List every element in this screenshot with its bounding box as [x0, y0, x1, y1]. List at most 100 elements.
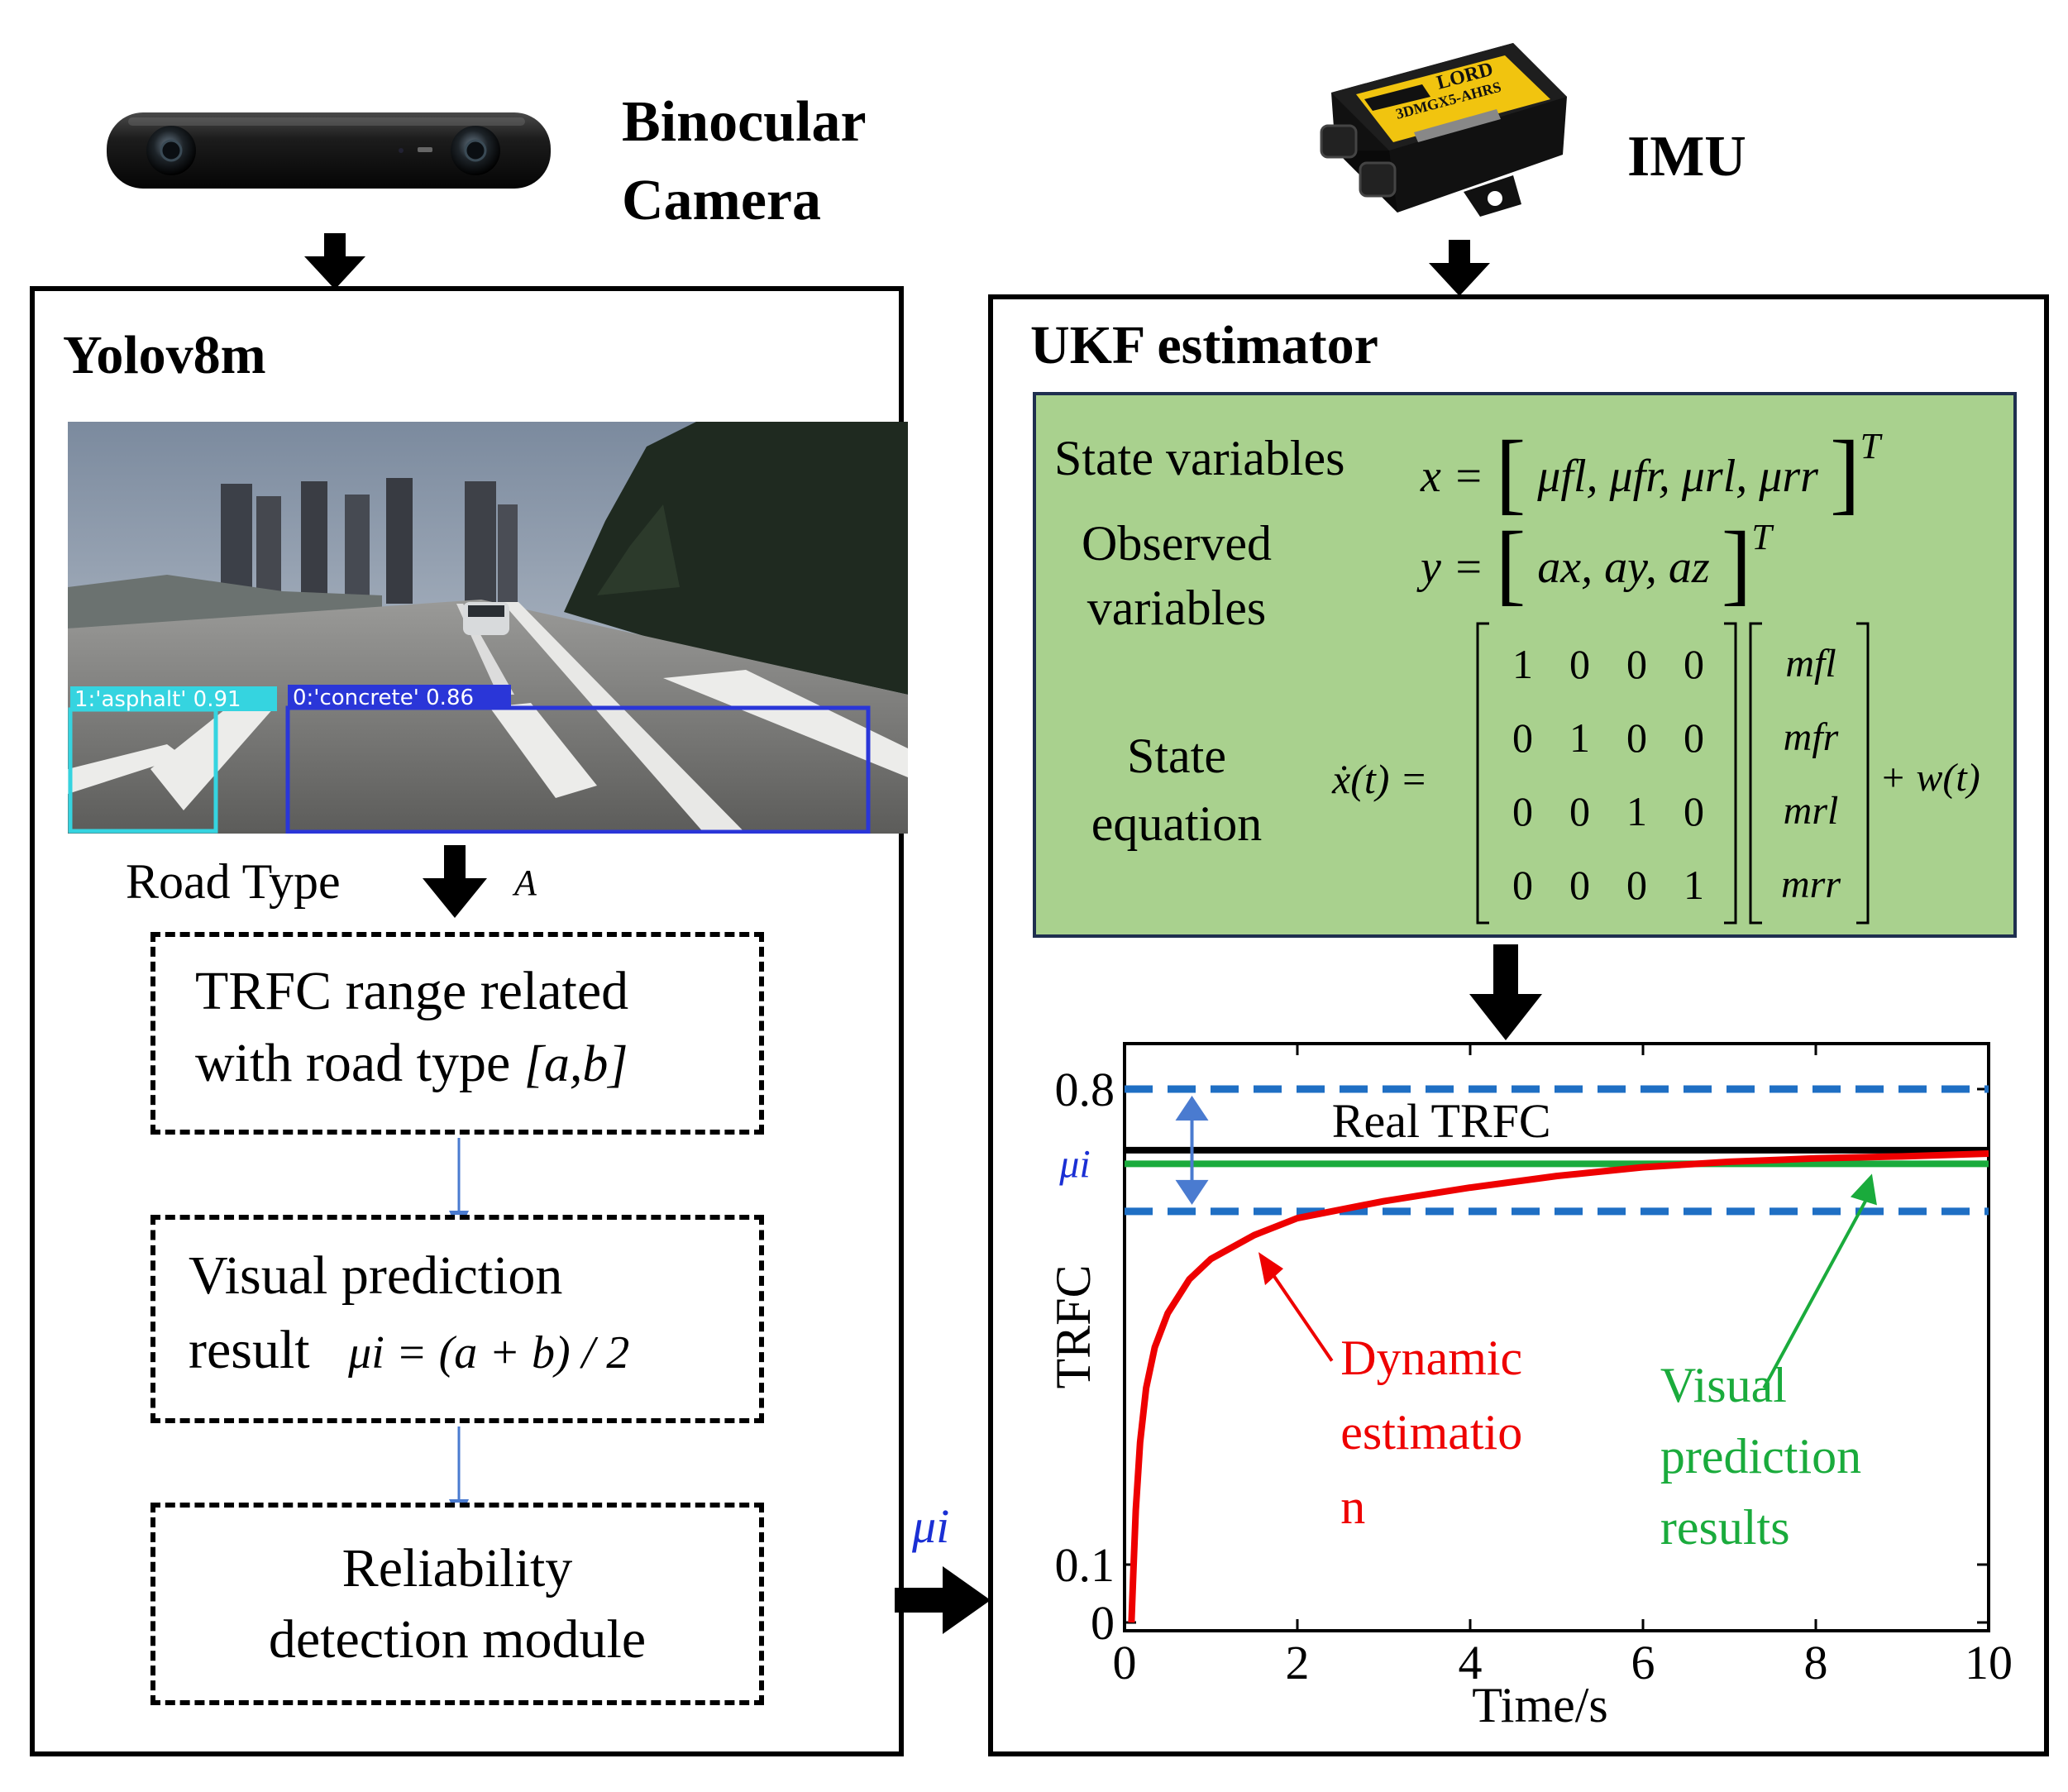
dynamic-estimation-curve [1128, 1150, 1989, 1623]
state-var-mu-rl: μrl [1681, 451, 1736, 502]
asphalt-detection-label: 1:'asphalt' 0.91 [74, 687, 241, 712]
observed-variables-transpose: T [1751, 517, 1772, 557]
reliability-line1: Reliability [341, 1538, 573, 1598]
x-tick-label: 8 [1804, 1636, 1828, 1689]
observed-var-ay: ay [1604, 542, 1645, 593]
observed-variables-lhs: y = [1421, 542, 1484, 593]
matrix-cell: 0 [1512, 787, 1533, 834]
dynamic-estimation-annotation: n [1340, 1479, 1365, 1534]
state-equation-lhs: ẋ(t) = [1332, 756, 1428, 802]
reliability-detection-box: Reliability detection module [150, 1503, 764, 1705]
camera-label-line1: Binocular [622, 90, 867, 154]
dynamic-estimation-annotation: Dynamic [1340, 1331, 1522, 1385]
road-type-symbol: A [514, 863, 537, 903]
mu-arrow-label: μi [912, 1499, 950, 1553]
y-tick-label: 0 [1091, 1596, 1115, 1650]
x-tick-label: 6 [1631, 1636, 1655, 1689]
vector-grid: mfl mfr mrl mrr [1765, 627, 1856, 921]
vector-entry: mrr [1780, 863, 1841, 906]
ukf-panel: UKF estimator State variables x = [ μfl,… [988, 294, 2049, 1756]
camera-arrow [304, 233, 365, 289]
matrix-cell: 0 [1626, 861, 1647, 908]
observed-variables-label: Observed variables [1069, 511, 1284, 640]
dynamic-estimation-annotation: estimatio [1340, 1405, 1522, 1460]
state-equation-line2: equation [1091, 796, 1263, 851]
matrix-cell: 0 [1684, 640, 1704, 687]
visual-prediction-line2-text: result [189, 1320, 310, 1380]
mu-i-axis-label: μi [1058, 1142, 1090, 1186]
state-var-mu-rr: μrr [1759, 451, 1818, 502]
visual-prediction-formula: μi = (a + b) / 2 [348, 1327, 630, 1379]
x-tick-label: 10 [1965, 1636, 2013, 1689]
ukf-title: UKF estimator [1030, 315, 1378, 375]
state-equation-noise: + w(t) [1879, 756, 1980, 800]
mu-transfer-arrow [895, 1566, 991, 1634]
matrix-cell: 1 [1684, 861, 1704, 908]
state-var-mu-fr: μfr [1609, 451, 1659, 502]
visual-prediction-annotation: results [1660, 1500, 1790, 1555]
matrix-cell: 1 [1626, 787, 1647, 834]
band-range-arrow-head-up [1175, 1096, 1209, 1121]
observed-var-az: az [1668, 542, 1710, 593]
matrix-cell: 0 [1684, 787, 1704, 834]
reliability-line2: detection module [268, 1609, 647, 1670]
observed-label-line1: Observed [1082, 516, 1272, 571]
matrix-cell: 0 [1626, 640, 1647, 687]
real-trfc-label: Real TRFC [1332, 1094, 1551, 1148]
plot-frame [1123, 1042, 1990, 1632]
state-var-mu-fl: μfl [1537, 451, 1587, 502]
x-tick-label: 4 [1459, 1636, 1483, 1689]
observed-var-ax: ax [1537, 542, 1582, 593]
observed-variables-equation: y = [ ax, ay, az ]T [1421, 513, 1772, 614]
visual-prediction-annotation: Visual [1660, 1358, 1787, 1412]
state-variables-equation: x = [ μfl, μfr, μrl, μrr ]T [1421, 422, 1881, 523]
trfc-range-line2: with road type [a,b] [195, 1032, 628, 1095]
x-tick-label: 2 [1286, 1636, 1310, 1689]
binocular-camera-image [103, 106, 554, 195]
x-axis-label: Time/s [1472, 1678, 1608, 1732]
trfc-range-line2-text: with road type [195, 1033, 511, 1093]
matrix-cell: 0 [1626, 714, 1647, 761]
trfc-range-box: TRFC range related with road type [a,b] [150, 932, 764, 1135]
y-tick-label: 0.8 [1055, 1063, 1115, 1116]
observed-label-line2: variables [1087, 581, 1267, 635]
trfc-range-interval: [a,b] [523, 1036, 628, 1092]
x-tick-label: 0 [1113, 1636, 1137, 1689]
visual-pointer-arrow [1762, 1194, 1870, 1389]
imu-label: IMU [1627, 125, 1746, 189]
matrix-cell: 0 [1512, 861, 1533, 908]
equations-to-chart-arrow [1469, 944, 1542, 1040]
dynamic-pointer-arrow-head [1258, 1252, 1283, 1286]
camera-label-line2: Camera [622, 169, 822, 232]
motion-vector: mfl mfr mrl mrr [1747, 620, 1871, 926]
yolo-panel: Yolov8m [30, 286, 908, 1756]
ukf-equations-box: State variables x = [ μfl, μfr, μrl, μrr… [1033, 392, 2017, 938]
vector-entry: mfr [1783, 715, 1839, 759]
dynamic-pointer-arrow [1268, 1269, 1334, 1362]
road-type-arrow [423, 845, 487, 918]
matrix-cell: 0 [1512, 714, 1533, 761]
visual-prediction-box: Visual prediction result μi = (a + b) / … [150, 1215, 764, 1423]
camera-label: Binocular Camera [622, 83, 867, 240]
concrete-detection-label: 0:'concrete' 0.86 [293, 686, 474, 710]
band-range-arrow-head-down [1175, 1179, 1209, 1205]
visual-prediction-line1: Visual prediction [189, 1245, 563, 1306]
y-tick-label: 0.1 [1055, 1538, 1115, 1592]
trfc-range-line1: TRFC range related [195, 961, 629, 1021]
state-variables-label: State variables [1054, 431, 1345, 485]
road-type-label: Road Type [126, 854, 341, 909]
road-scene-image: 1:'asphalt' 0.91 0:'concrete' 0.86 [68, 422, 908, 834]
state-equation-line1: State [1127, 729, 1226, 783]
vector-entry: mfl [1785, 642, 1836, 686]
visual-prediction-line2: result μi = (a + b) / 2 [189, 1319, 629, 1382]
matrix-cell: 0 [1569, 861, 1590, 908]
matrix-cell: 0 [1569, 787, 1590, 834]
matrix-cell: 0 [1684, 714, 1704, 761]
vector-entry: mrl [1783, 789, 1839, 833]
imu-arrow [1429, 240, 1490, 296]
imu-image: LORD 3DMGX5-AHRS [1315, 18, 1583, 235]
